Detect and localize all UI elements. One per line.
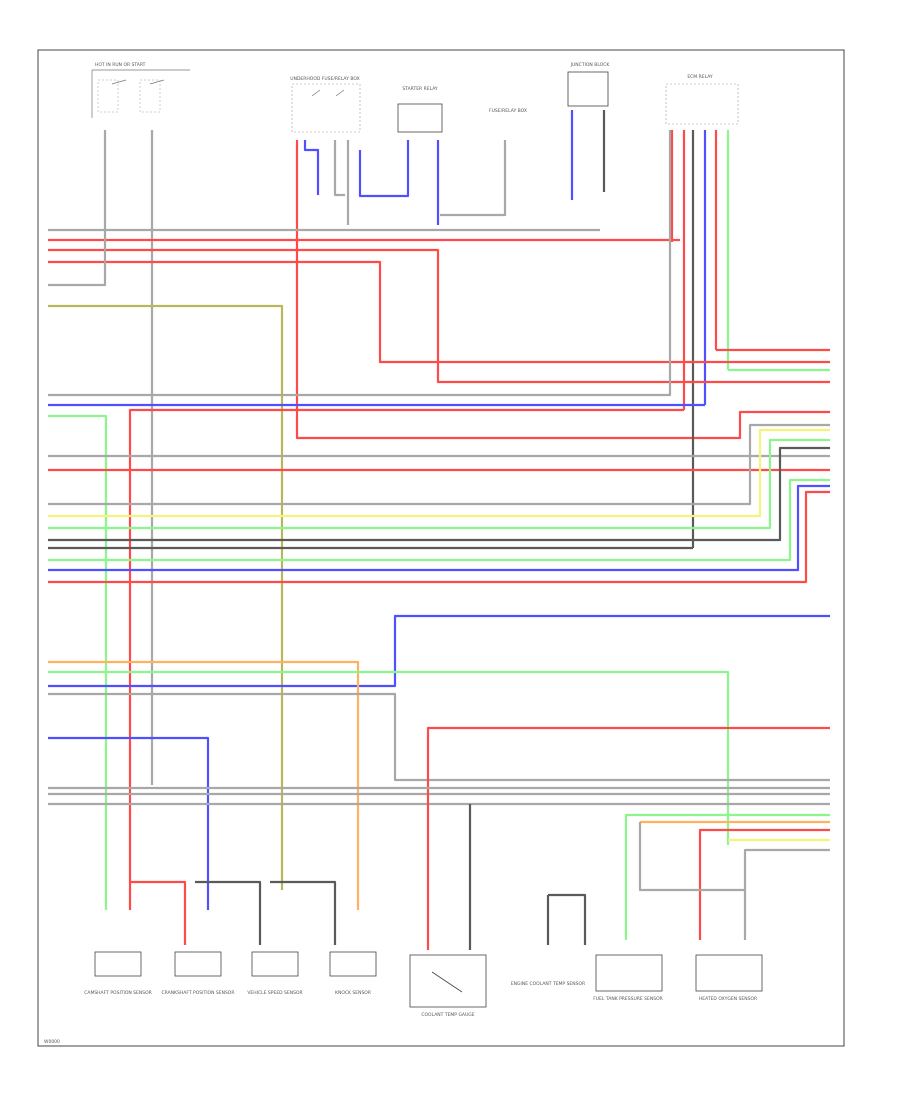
- vss-box: [251, 951, 299, 977]
- vss-label: VEHICLE SPEED SENSOR: [247, 990, 302, 996]
- fuse-relay-label: FUSE/RELAY BOX: [489, 108, 527, 114]
- ckp-sensor-box: [174, 951, 222, 977]
- bottom-drop-wires: [130, 822, 745, 945]
- diagram-footer-id: W0000: [44, 1039, 60, 1045]
- ckp-sensor-label: CRANKSHAFT POSITION SENSOR: [162, 990, 235, 996]
- ecm-relay-component: ECM RELAY: [665, 74, 739, 125]
- starter-relay-label: STARTER RELAY: [402, 86, 438, 92]
- junction-block-label: JUNCTION BLOCK: [570, 62, 611, 68]
- cmp-sensor-box: [94, 951, 142, 977]
- junction-block-component: JUNCTION BLOCK: [567, 62, 611, 107]
- ect-sensor-label: ENGINE COOLANT TEMP SENSOR: [511, 981, 585, 987]
- coolant-gauge-box: [409, 954, 487, 1008]
- underhood-fuse-label: UNDERHOOD FUSE/RELAY BOX: [290, 76, 359, 82]
- knock-sensor-box: [329, 951, 377, 977]
- knock-sensor-label: KNOCK SENSOR: [335, 990, 371, 996]
- underhood-fuse-component: UNDERHOOD FUSE/RELAY BOX: [290, 76, 361, 133]
- coolant-gauge-label: COOLANT TEMP GAUGE: [421, 1012, 474, 1018]
- starter-relay-component: STARTER RELAY: [397, 86, 443, 133]
- fuel-tank-sensor-label: FUEL TANK PRESSURE SENSOR: [593, 996, 663, 1002]
- ignition-switch-label: HOT IN RUN OR START: [95, 62, 146, 68]
- bus-wires: [48, 130, 830, 950]
- o2-sensor-label: HEATED OXYGEN SENSOR: [699, 996, 757, 1002]
- cmp-sensor-label: CAMSHAFT POSITION SENSOR: [84, 990, 152, 996]
- fuse-relay-component: FUSE/RELAY BOX: [489, 108, 527, 114]
- ecm-relay-label: ECM RELAY: [687, 74, 713, 80]
- fuel-tank-sensor-box: [595, 954, 663, 992]
- o2-sensor-box: [695, 954, 763, 992]
- ignition-switch-component: HOT IN RUN OR START: [91, 62, 190, 118]
- bottom-components: CAMSHAFT POSITION SENSOR CRANKSHAFT POSI…: [84, 951, 763, 1018]
